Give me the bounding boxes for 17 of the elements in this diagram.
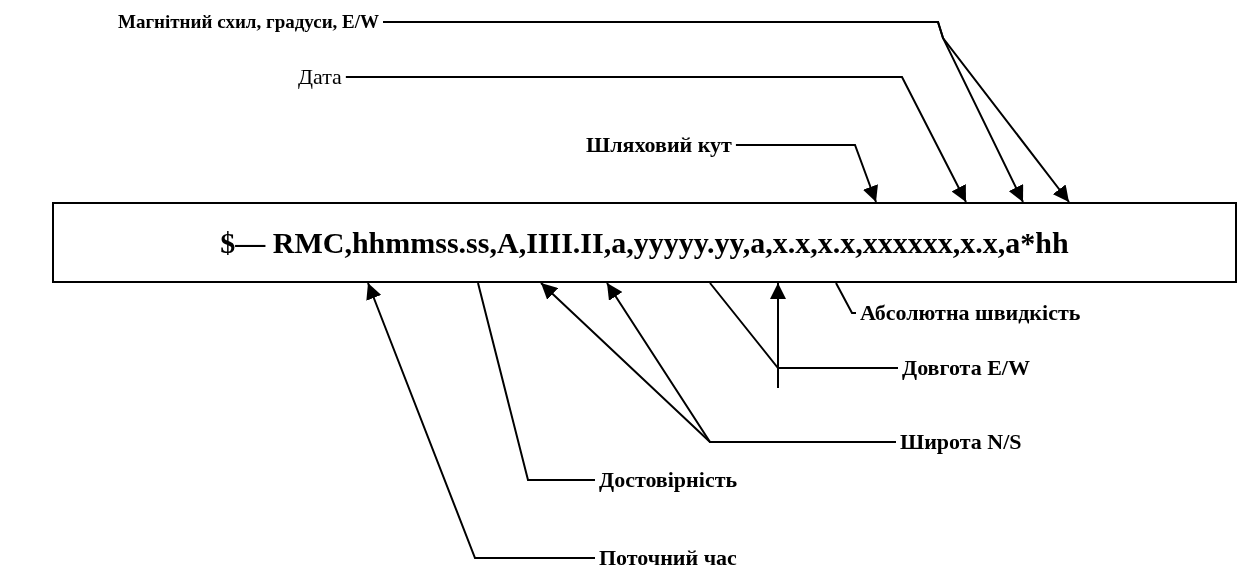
- leader-line: [606, 282, 897, 443]
- field-label: Шляховий кут: [586, 132, 732, 158]
- field-label: Широта N/S: [900, 429, 1022, 455]
- field-label: Магнітний схил, градуси, E/W: [118, 9, 380, 35]
- leader-line: [477, 282, 596, 481]
- leader-line: [835, 282, 857, 314]
- sentence-box: [52, 202, 1237, 283]
- leader-line: [709, 282, 899, 369]
- field-label: Абсолютна швидкість: [860, 300, 1081, 326]
- sentence-format-text: $— RMC,hhmmss.ss,A,IIII.II,a,yyyyy.yy,a,x.x,x.x,xxxxxx,x.x,a*hh: [220, 225, 1069, 260]
- leader-line: [366, 282, 596, 559]
- leader-line: [344, 76, 967, 203]
- field-label: Поточний час: [599, 545, 737, 571]
- field-label: Дата: [298, 64, 342, 90]
- field-label: Довгота E/W: [902, 355, 1030, 381]
- leader-line: [734, 144, 878, 203]
- field-label: Достовірність: [599, 467, 738, 493]
